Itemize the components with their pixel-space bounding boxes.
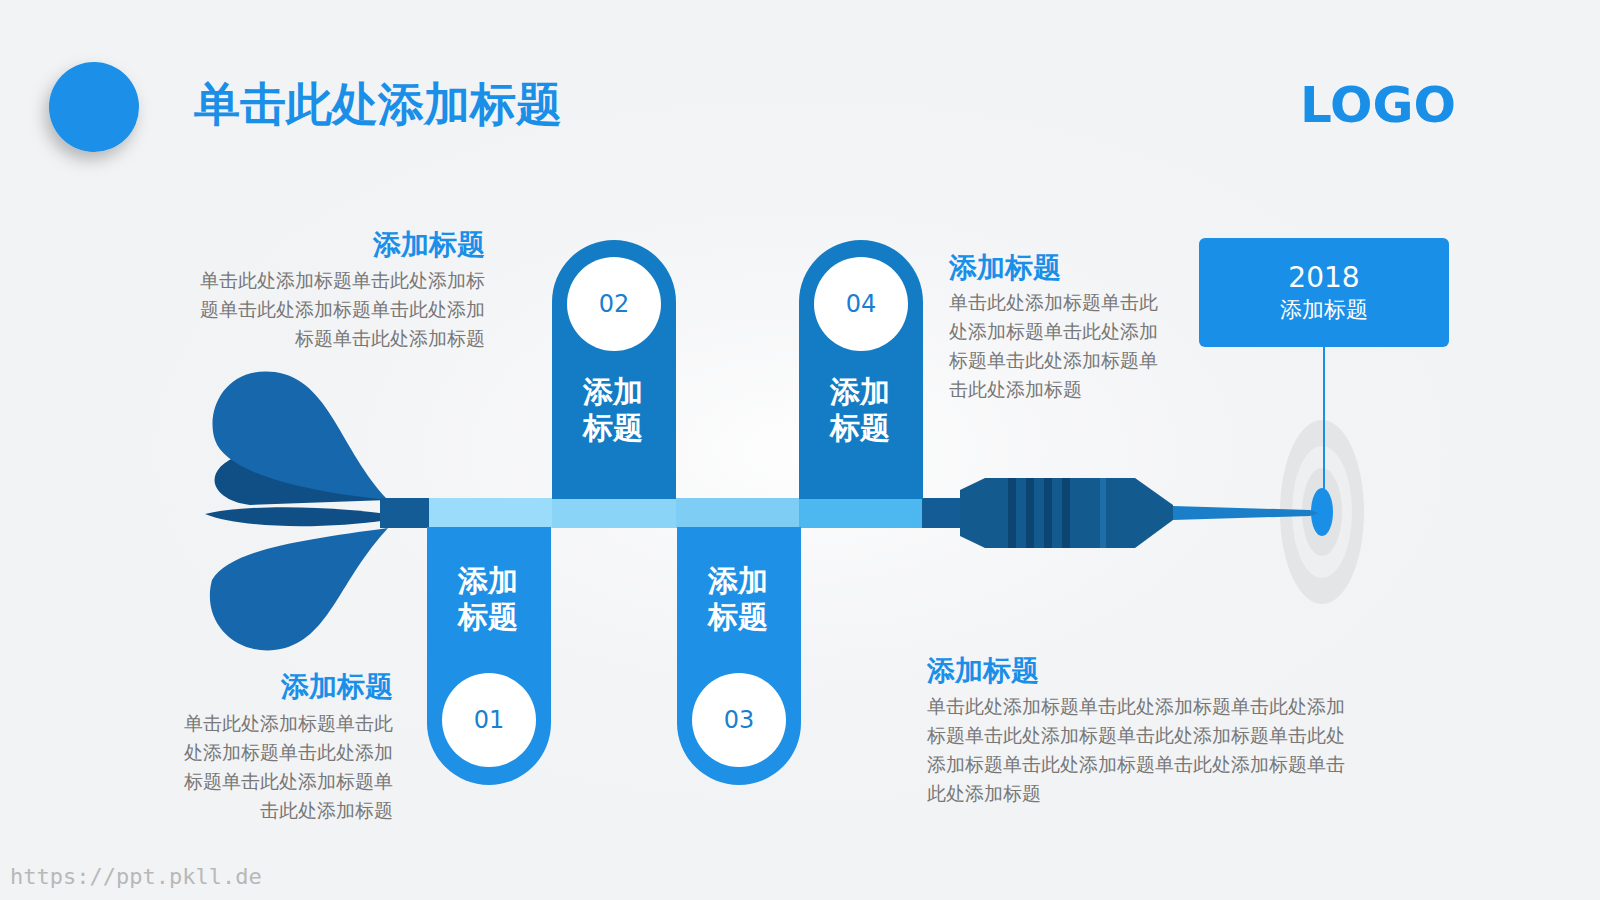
- timeline-tab: 添加标题 01: [427, 527, 551, 785]
- number-circle: 04: [814, 257, 908, 351]
- dart-flights: [205, 371, 388, 650]
- tab-label: 添加标题: [458, 563, 518, 635]
- timeline-tab: 添加标题 04: [799, 240, 923, 499]
- callout-body: 单击此处添加标题单击此处添加标题单击此处添加标题单击此处添加标题单击此处添加标题: [171, 709, 393, 825]
- slide-title: 单击此处添加标题: [194, 74, 562, 136]
- callout-number: 01: [474, 706, 505, 734]
- callout-body: 单击此处添加标题单击此处添加标题单击此处添加标题单击此处添加标题单击此处添加标题…: [927, 692, 1351, 808]
- dart-barrel: [960, 478, 1173, 548]
- number-circle: 03: [692, 673, 786, 767]
- tab-label: 添加标题: [830, 374, 890, 446]
- box-label: 添加标题: [1280, 296, 1368, 325]
- tab-label: 添加标题: [583, 374, 643, 446]
- timeline-tab: 添加标题 03: [677, 527, 801, 785]
- callout-heading: 添加标题: [173, 668, 393, 706]
- shaft: [380, 498, 430, 528]
- callout-heading: 添加标题: [949, 249, 1179, 287]
- number-circle: 02: [567, 257, 661, 351]
- number-circle: 01: [442, 673, 536, 767]
- callout-body: 单击此处添加标题单击此处添加标题单击此处添加标题单击此处添加标题单击此处添加标题: [200, 266, 485, 353]
- callout-number: 02: [599, 290, 630, 318]
- dart-tip: [1173, 506, 1318, 520]
- callout-heading: 添加标题: [927, 652, 1227, 690]
- logo: LOGO: [1300, 76, 1470, 134]
- title-dot: [49, 62, 139, 152]
- callout-body: 单击此处添加标题单击此处添加标题单击此处添加标题单击此处添加标题单击此处添加标题: [949, 288, 1171, 404]
- callout-number: 03: [724, 706, 755, 734]
- tab-label: 添加标题: [708, 563, 768, 635]
- year-text: 2018: [1288, 260, 1359, 296]
- callout-number: 04: [846, 290, 877, 318]
- callout-heading: 添加标题: [265, 226, 485, 264]
- leader-line: [1323, 347, 1325, 502]
- year-box: 2018添加标题: [1199, 238, 1449, 347]
- timeline-tab: 添加标题 02: [552, 240, 676, 499]
- watermark: https://ppt.pkll.de: [10, 864, 270, 889]
